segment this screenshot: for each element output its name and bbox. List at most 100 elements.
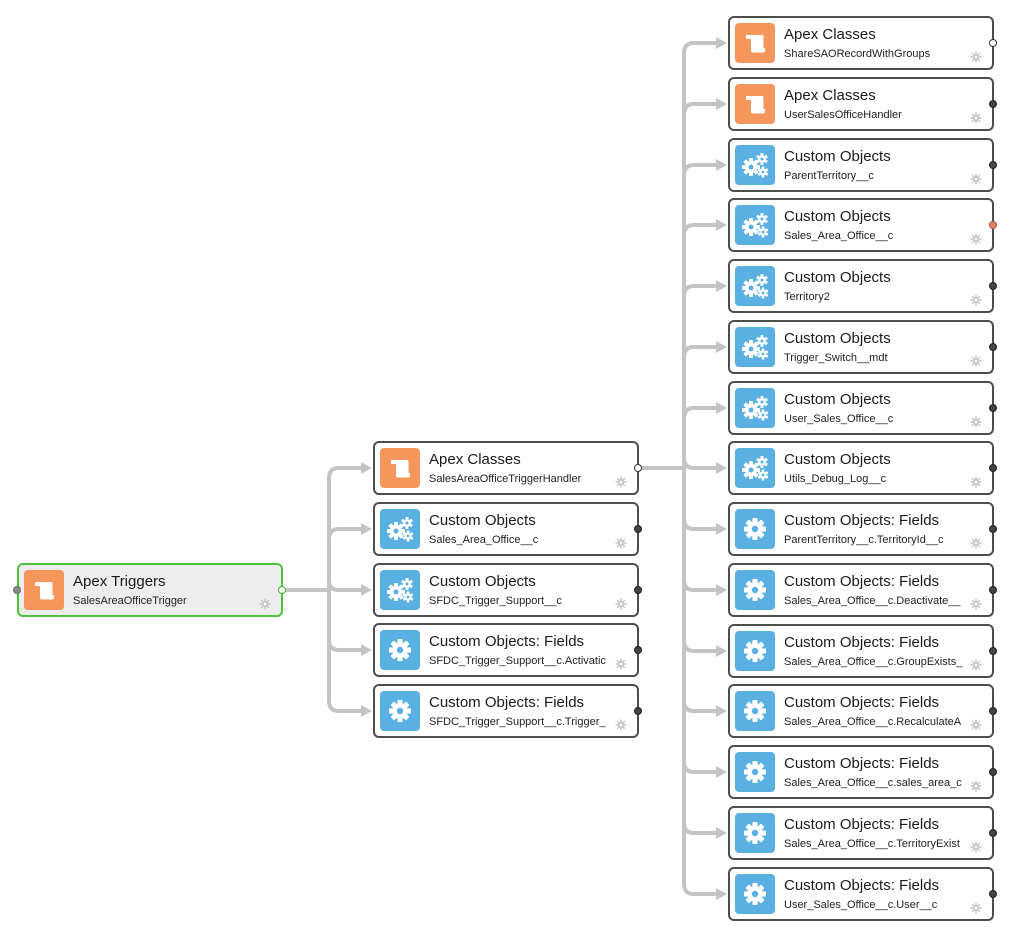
output-port[interactable] bbox=[278, 586, 286, 594]
output-port[interactable] bbox=[989, 829, 997, 837]
output-port[interactable] bbox=[634, 525, 642, 533]
output-port[interactable] bbox=[989, 768, 997, 776]
output-port[interactable] bbox=[989, 100, 997, 108]
connector-arrow bbox=[716, 523, 727, 535]
output-port[interactable] bbox=[989, 282, 997, 290]
node-name-label: SFDC_Trigger_Support__c.Trigger_ bbox=[429, 716, 606, 728]
node-settings-icon[interactable] bbox=[970, 111, 982, 124]
output-port[interactable] bbox=[989, 39, 997, 47]
node-settings-icon[interactable] bbox=[259, 597, 271, 610]
node-settings-icon[interactable] bbox=[970, 536, 982, 549]
node-settings-icon[interactable] bbox=[970, 172, 982, 185]
node-settings-icon[interactable] bbox=[970, 475, 982, 488]
output-port[interactable] bbox=[989, 647, 997, 655]
node-settings-icon[interactable] bbox=[615, 718, 627, 731]
node-type-label: Custom Objects bbox=[784, 208, 891, 225]
node-settings-icon[interactable] bbox=[615, 657, 627, 670]
node-type-label: Custom Objects bbox=[784, 148, 891, 165]
gear-icon bbox=[735, 813, 775, 853]
node-type-label: Custom Objects bbox=[784, 330, 891, 347]
node-settings-icon[interactable] bbox=[970, 840, 982, 853]
connector-branch bbox=[682, 700, 718, 713]
output-port[interactable] bbox=[989, 586, 997, 594]
node-name-label: Utils_Debug_Log__c bbox=[784, 473, 887, 485]
output-port[interactable] bbox=[989, 464, 997, 472]
connector-arrow bbox=[716, 584, 727, 596]
connector-branch bbox=[682, 284, 718, 297]
output-port[interactable] bbox=[634, 646, 642, 654]
node-name-label: User_Sales_Office__c.User__c bbox=[784, 899, 938, 911]
connector-arrow bbox=[716, 402, 727, 414]
node-settings-icon[interactable] bbox=[970, 718, 982, 731]
node-settings-icon[interactable] bbox=[615, 475, 627, 488]
node-type-label: Custom Objects: Fields bbox=[784, 694, 940, 711]
output-port[interactable] bbox=[634, 464, 642, 472]
connector-branch bbox=[682, 457, 718, 470]
output-port[interactable] bbox=[989, 707, 997, 715]
node-settings-icon[interactable] bbox=[615, 536, 627, 549]
node-name-label: Territory2 bbox=[784, 291, 830, 303]
output-port[interactable] bbox=[634, 586, 642, 594]
connector-branch bbox=[682, 640, 718, 653]
output-port[interactable] bbox=[989, 525, 997, 533]
node-name-label: UserSalesOfficeHandler bbox=[784, 109, 902, 121]
gears-icon bbox=[735, 448, 775, 488]
node-name-label: ParentTerritory__c bbox=[784, 170, 874, 182]
gears-icon bbox=[735, 145, 775, 185]
scroll-icon bbox=[735, 23, 775, 63]
connector-branch bbox=[682, 102, 718, 115]
gear-icon bbox=[380, 630, 420, 670]
connector-branch bbox=[682, 406, 718, 419]
connector-branch bbox=[682, 518, 718, 531]
connector-branch bbox=[682, 822, 718, 835]
node-settings-icon[interactable] bbox=[615, 597, 627, 610]
node-settings-icon[interactable] bbox=[970, 50, 982, 63]
connector-branch bbox=[682, 883, 718, 896]
node-settings-icon[interactable] bbox=[970, 354, 982, 367]
output-port[interactable] bbox=[989, 343, 997, 351]
gear-icon bbox=[735, 874, 775, 914]
output-port[interactable] bbox=[634, 707, 642, 715]
output-port[interactable] bbox=[989, 221, 997, 229]
node-settings-icon[interactable] bbox=[970, 779, 982, 792]
connector-arrow bbox=[716, 462, 727, 474]
connector-branch bbox=[682, 41, 718, 54]
output-port[interactable] bbox=[989, 404, 997, 412]
node-settings-icon[interactable] bbox=[970, 901, 982, 914]
connector-branch bbox=[327, 639, 363, 652]
output-port[interactable] bbox=[989, 890, 997, 898]
node-type-label: Custom Objects: Fields bbox=[784, 512, 940, 529]
node-settings-icon[interactable] bbox=[970, 658, 982, 671]
node-settings-icon[interactable] bbox=[970, 597, 982, 610]
gear-icon bbox=[735, 691, 775, 731]
node-settings-icon[interactable] bbox=[970, 293, 982, 306]
node-name-label: SFDC_Trigger_Support__c.Activatic bbox=[429, 655, 606, 667]
connector-arrow bbox=[716, 766, 727, 778]
node-settings-icon[interactable] bbox=[970, 415, 982, 428]
node-settings-icon[interactable] bbox=[970, 232, 982, 245]
gears-icon bbox=[735, 388, 775, 428]
input-port[interactable] bbox=[13, 586, 21, 594]
output-port[interactable] bbox=[989, 161, 997, 169]
